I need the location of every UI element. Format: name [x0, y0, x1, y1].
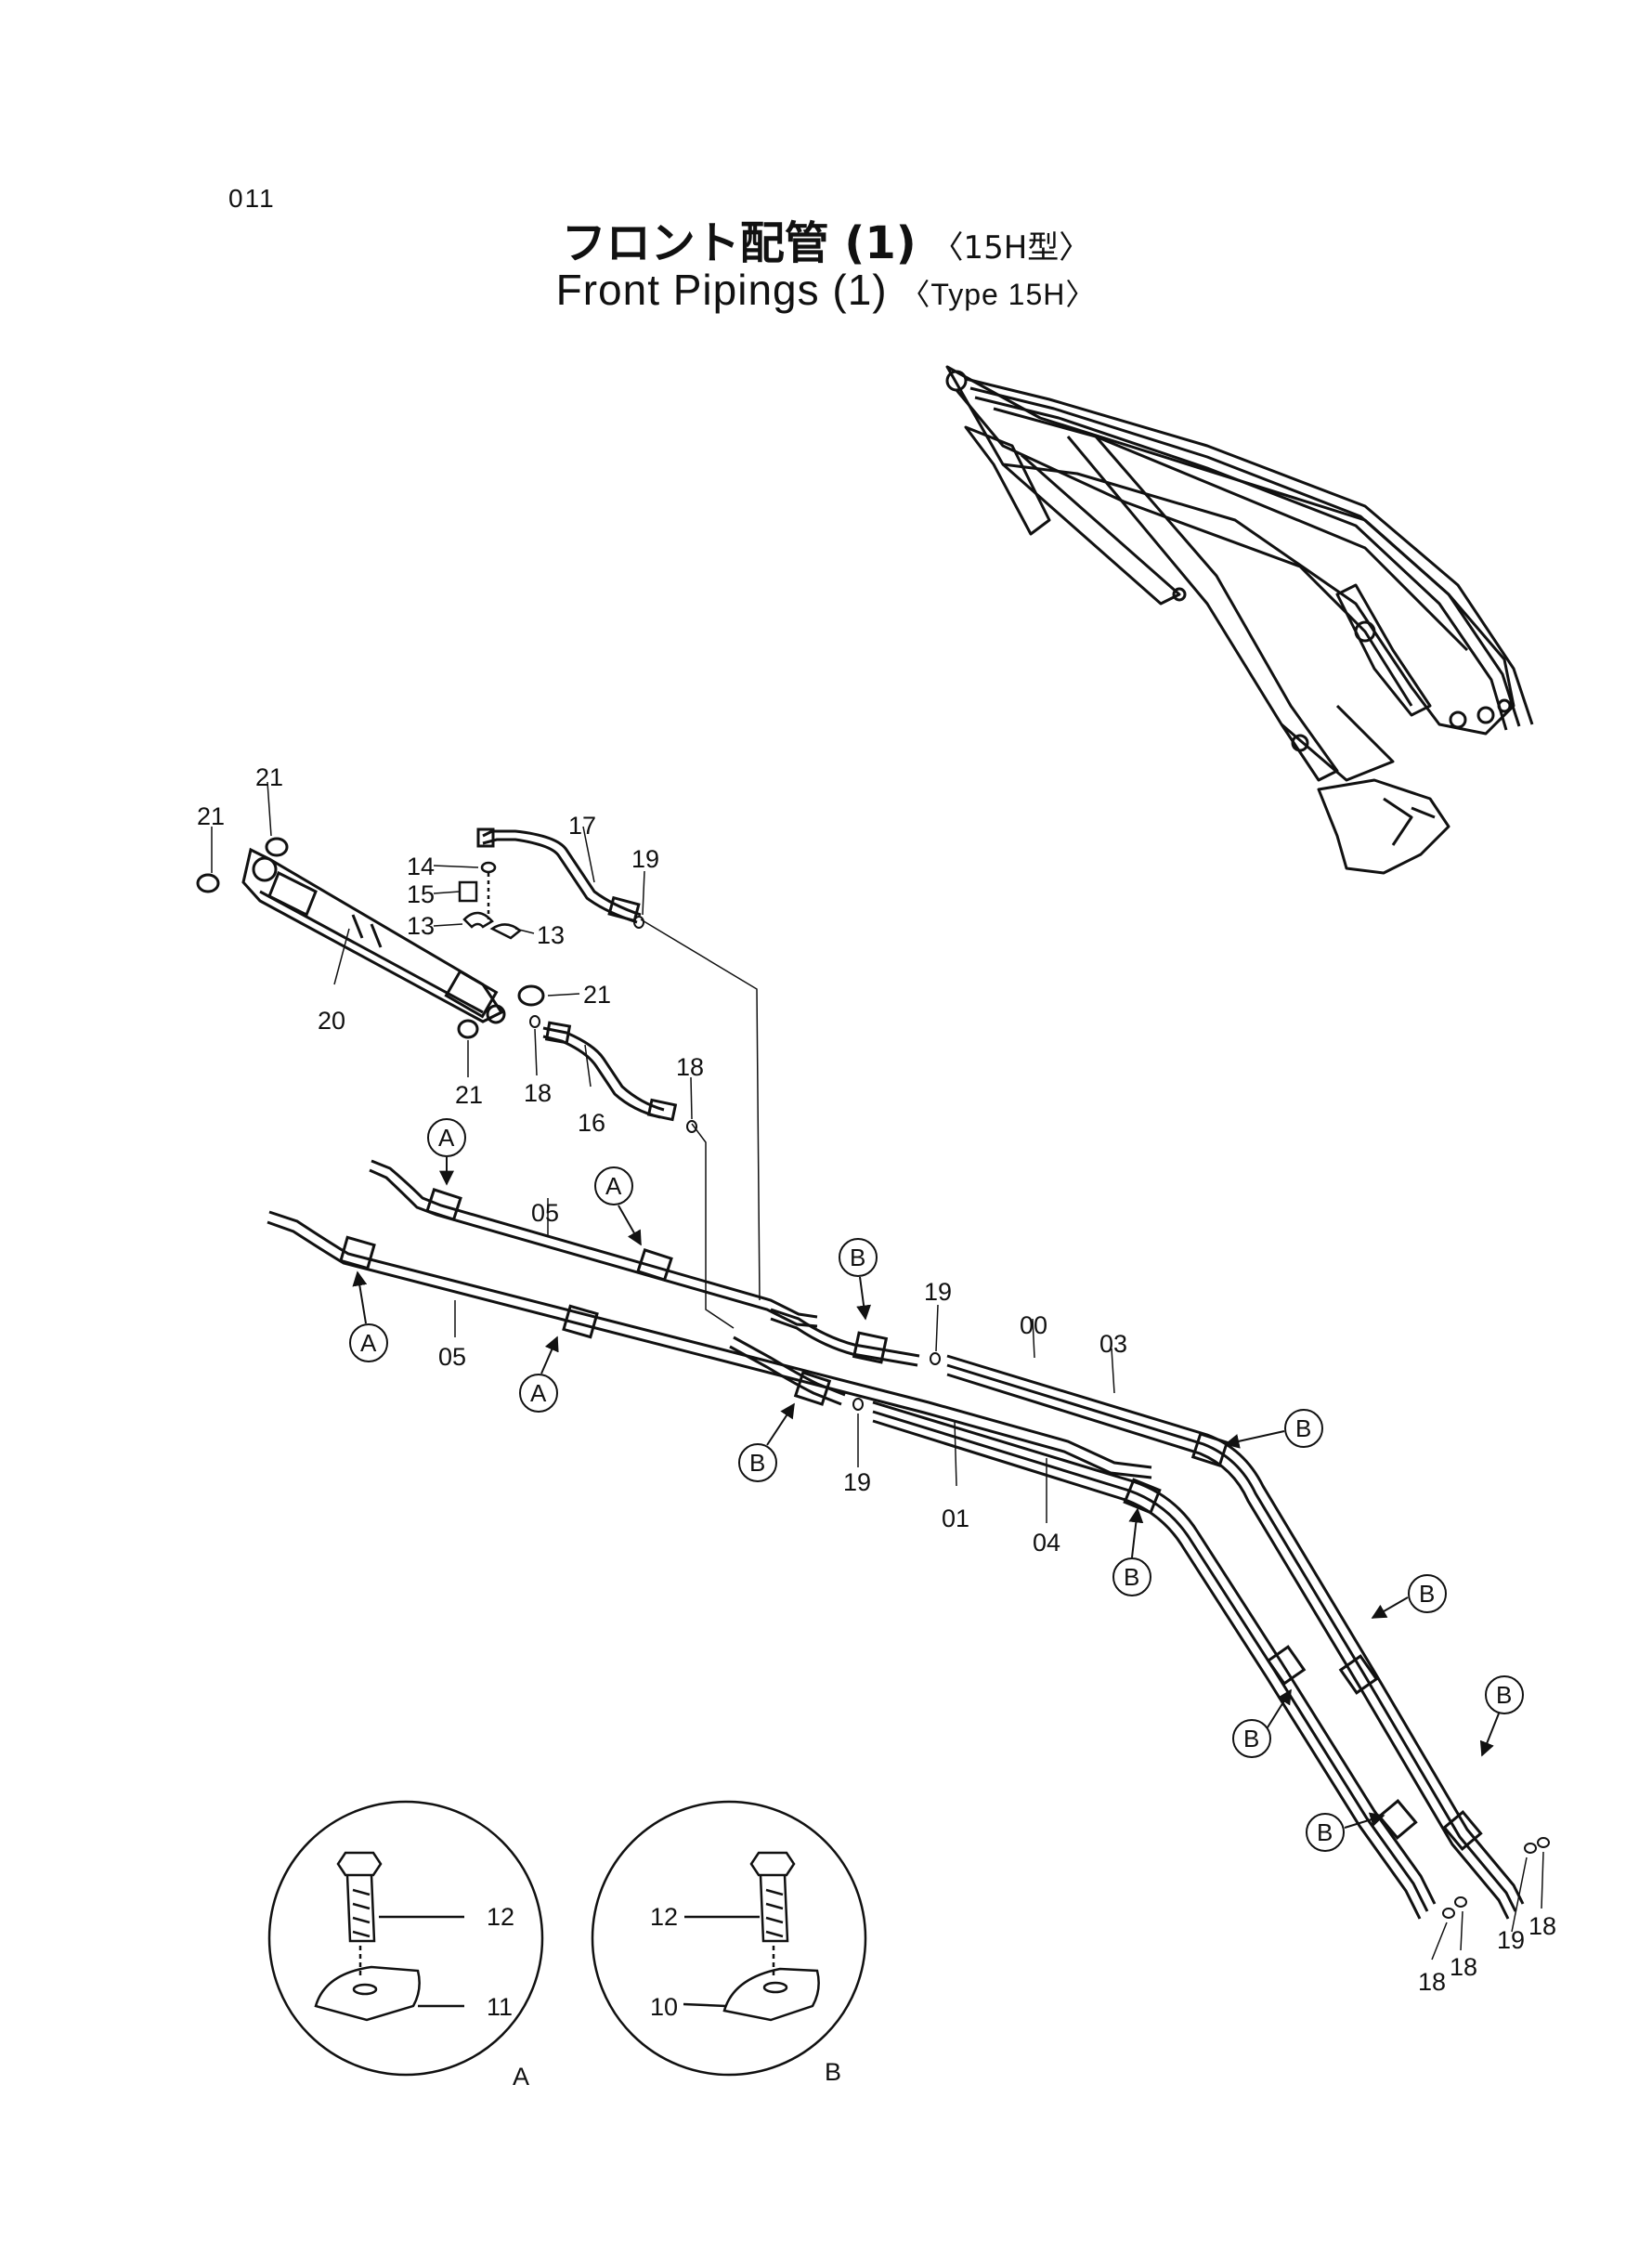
detail-b-label: B	[825, 2058, 841, 2086]
part-label-03: 03	[1099, 1330, 1127, 1358]
washer-icon	[265, 837, 289, 857]
callout-a: A	[530, 1379, 547, 1407]
title-en-text: Front Pipings (1)	[555, 266, 888, 314]
callout-a: A	[438, 1124, 455, 1152]
part-label-19: 19	[843, 1468, 871, 1496]
part-label-21: 21	[455, 1081, 483, 1109]
title-en-type: 〈Type 15H〉	[900, 278, 1097, 311]
part-label-19: 19	[631, 845, 659, 873]
part-label-17: 17	[568, 812, 596, 840]
part-label-16: 16	[578, 1109, 605, 1137]
callout-b: B	[850, 1244, 865, 1271]
part-label-13: 13	[537, 921, 565, 949]
callout-b: B	[1496, 1681, 1512, 1709]
hose-17	[476, 827, 642, 924]
washer-icon	[196, 873, 220, 893]
detail-view-b	[591, 1800, 867, 2077]
part-label-01: 01	[942, 1505, 969, 1532]
title-jp-type: 〈15H型〉	[931, 229, 1091, 267]
hose-16	[542, 1021, 678, 1122]
label-leaders	[211, 781, 1544, 1961]
part-label-05: 05	[531, 1199, 559, 1227]
part-label-04: 04	[1033, 1529, 1060, 1557]
callout-b: B	[1317, 1818, 1333, 1846]
part-label-05: 05	[438, 1343, 466, 1371]
part-label-19: 19	[1497, 1926, 1525, 1954]
part-label-18: 18	[676, 1053, 704, 1081]
part-label-18: 18	[1418, 1968, 1446, 1996]
washer-icon	[517, 984, 545, 1007]
boom-arm-illustration	[945, 365, 1534, 875]
pipe-05-upper	[369, 1159, 818, 1328]
title-jp-text: フロント配管 (1)	[561, 217, 917, 269]
leader-lines	[640, 919, 761, 1329]
callout-b: B	[1243, 1725, 1259, 1752]
detail-a-label: A	[513, 2063, 529, 2091]
callout-b: B	[1295, 1414, 1311, 1442]
part-label-12: 12	[487, 1903, 514, 1931]
washer-icon	[457, 1019, 479, 1039]
part-label-18: 18	[1528, 1912, 1556, 1940]
callout-b: B	[1419, 1580, 1435, 1608]
callout-a: A	[605, 1172, 622, 1200]
page-number: 011	[228, 184, 276, 213]
title-japanese: フロント配管 (1) 〈15H型〉	[0, 206, 1652, 271]
pipe-05-lower	[267, 1210, 1152, 1479]
o-rings	[529, 916, 1550, 1919]
part-label-18: 18	[524, 1079, 552, 1107]
part-label-10: 10	[650, 1993, 678, 2021]
part-label-19: 19	[924, 1278, 952, 1306]
detail-view-a	[267, 1800, 544, 2077]
hydraulic-cylinder	[196, 837, 545, 1039]
callout-a: A	[360, 1329, 377, 1357]
callout-b: B	[1124, 1563, 1139, 1591]
part-label-21: 21	[197, 802, 225, 830]
part-label-14: 14	[407, 853, 435, 880]
title-english: Front Pipings (1) 〈Type 15H〉	[0, 265, 1652, 315]
part-label-11: 11	[487, 1993, 513, 2021]
part-label-12: 12	[650, 1903, 678, 1931]
callout-markers	[349, 1118, 1524, 1852]
part-label-18: 18	[1450, 1953, 1477, 1981]
part-label-15: 15	[407, 880, 435, 908]
part-label-00: 00	[1020, 1311, 1047, 1339]
bolt-clamp-parts	[458, 861, 523, 940]
part-label-21: 21	[255, 763, 283, 791]
callout-b: B	[749, 1449, 765, 1477]
part-label-13: 13	[407, 912, 435, 940]
pipe-00-03	[770, 1308, 1525, 1920]
part-label-20: 20	[318, 1007, 345, 1035]
part-label-21: 21	[583, 981, 611, 1009]
